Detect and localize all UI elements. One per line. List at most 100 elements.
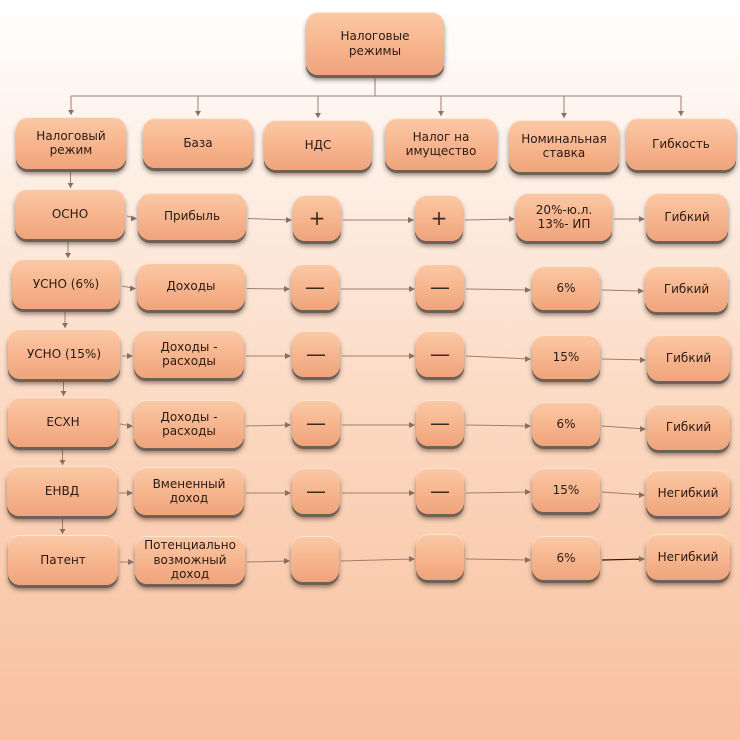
header-flexibility: Гибкость (626, 118, 736, 170)
row-connector (601, 289, 644, 292)
property-tax-node: — (416, 468, 464, 514)
row-connector (465, 288, 531, 291)
header-arrowhead (315, 113, 321, 118)
header-nominal-rate: Номинальная ставка (509, 120, 619, 172)
row-arrowhead (409, 286, 415, 292)
property-tax-node: + (415, 195, 463, 241)
rate-node: 15% (532, 335, 600, 379)
row-arrowhead (131, 215, 137, 222)
row-arrowhead (127, 490, 133, 496)
row-arrowhead (509, 216, 515, 222)
row-arrowhead (127, 423, 133, 429)
row-connector (465, 491, 531, 494)
header-arrowhead (561, 113, 567, 118)
property-tax-node (416, 534, 464, 580)
property-tax-node: — (416, 331, 464, 377)
regime-chain-arrowhead (62, 323, 68, 328)
row-arrowhead (525, 287, 531, 293)
property-tax-node: — (416, 264, 464, 310)
row-arrowhead (408, 217, 414, 223)
base-node: Доходы - расходы (134, 400, 244, 448)
rate-node: 6% (532, 402, 600, 446)
row-connector (247, 218, 292, 221)
row-connector (601, 358, 646, 361)
header-regime: Налоговый режим (16, 117, 126, 169)
regime-chain-arrowhead (59, 529, 66, 534)
regime-chain-arrowhead (67, 183, 74, 188)
row-connector (601, 425, 646, 430)
row-arrowhead (639, 556, 645, 562)
flexibility-node: Гибкий (645, 266, 728, 312)
base-node: Вмененный доход (134, 467, 244, 515)
rate-node: 6% (532, 536, 600, 580)
vat-node: — (292, 468, 340, 514)
row-connector (464, 218, 515, 221)
rate-node: 6% (532, 266, 600, 310)
header-arrowhead (68, 110, 74, 115)
row-arrowhead (286, 217, 292, 223)
row-arrowhead (409, 422, 415, 428)
row-arrowhead (128, 559, 134, 565)
row-connector (246, 560, 290, 563)
row-connector (601, 558, 645, 561)
row-arrowhead (284, 558, 290, 564)
header-property-tax: Налог на имущество (385, 118, 497, 170)
property-tax-node: — (416, 400, 464, 446)
flexibility-node: Гибкий (646, 193, 728, 241)
row-arrowhead (525, 489, 531, 495)
row-connector (340, 558, 415, 562)
regime-chain-arrowhead (59, 460, 66, 465)
base-node: Доходы (137, 263, 245, 310)
row-arrowhead (409, 353, 415, 359)
row-arrowhead (285, 422, 291, 428)
row-arrowhead (640, 426, 646, 432)
rate-node: 15% (532, 468, 600, 512)
header-vat: НДС (264, 120, 372, 170)
row-arrowhead (409, 490, 415, 496)
header-arrowhead (195, 111, 201, 116)
vat-node: + (293, 195, 341, 241)
row-arrowhead (285, 353, 291, 359)
header-base: База (143, 118, 253, 168)
row-arrowhead (525, 356, 531, 362)
row-arrowhead (525, 557, 531, 563)
vat-node (291, 536, 339, 582)
row-arrowhead (130, 285, 136, 292)
row-connector (246, 288, 290, 290)
base-node: Потенциально возможный доход (135, 536, 245, 584)
regime-chain-arrowhead (60, 391, 67, 396)
rate-node: 20%-ю.л. 13%- ИП (516, 193, 612, 241)
row-arrowhead (284, 286, 290, 292)
row-arrowhead (525, 423, 531, 429)
row-arrowhead (638, 288, 644, 294)
vat-node: — (291, 264, 339, 310)
regime-node: ЕСХН (8, 397, 118, 447)
regime-chain-arrowhead (65, 253, 71, 258)
row-connector (465, 355, 531, 360)
vat-node: — (292, 400, 340, 446)
regime-node: Патент (8, 535, 118, 585)
row-connector (465, 558, 531, 561)
root-node-tax-regimes: Налоговые режимы (306, 12, 444, 75)
row-connector (245, 424, 291, 427)
row-arrowhead (639, 492, 645, 498)
flexibility-node: Негибкий (646, 534, 730, 580)
vat-node: — (292, 331, 340, 377)
row-connector (601, 491, 645, 496)
base-node: Доходы - расходы (134, 330, 244, 378)
flexibility-node: Негибкий (646, 470, 730, 516)
row-connector (465, 424, 531, 427)
flexibility-node: Гибкий (647, 404, 730, 450)
regime-node: ОСНО (15, 189, 125, 239)
row-arrowhead (639, 216, 645, 222)
row-arrowhead (285, 490, 291, 496)
regime-node: ЕНВД (7, 466, 117, 516)
flexibility-node: Гибкий (647, 335, 730, 381)
header-arrowhead (438, 111, 444, 116)
row-arrowhead (409, 556, 415, 562)
regime-node: УСНО (6%) (12, 259, 120, 309)
regime-node: УСНО (15%) (8, 329, 120, 379)
base-node: Прибыль (138, 193, 246, 240)
